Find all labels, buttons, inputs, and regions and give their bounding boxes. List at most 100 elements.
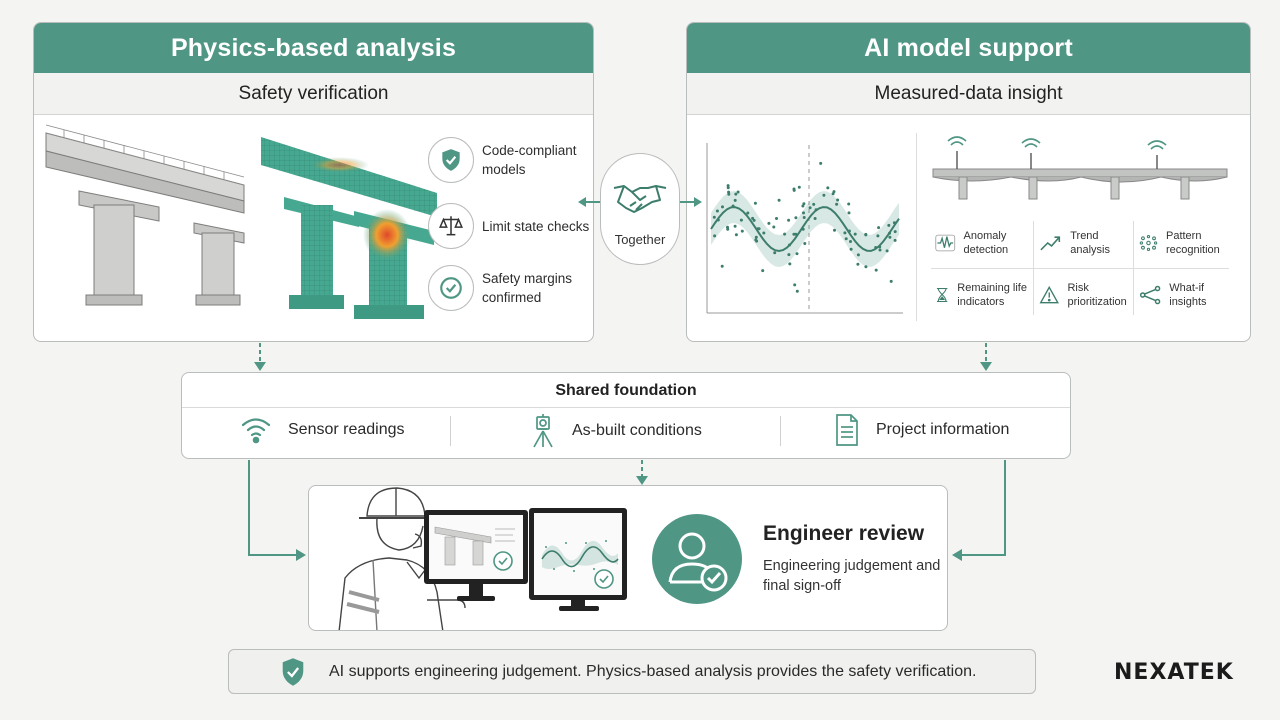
check-item-limit-state: Limit state checks xyxy=(428,203,592,249)
plot-point xyxy=(777,198,781,202)
plot-point xyxy=(836,198,840,202)
monitor-trend xyxy=(529,508,627,600)
plot-point xyxy=(736,190,740,194)
plot-point xyxy=(727,192,731,196)
plot-point xyxy=(885,249,889,253)
plot-point xyxy=(761,269,765,273)
plot-point xyxy=(808,206,812,210)
plot-point xyxy=(803,242,807,245)
check-item-code-compliant: Code-compliant models xyxy=(428,137,592,183)
plot-point xyxy=(847,211,851,215)
plot-point xyxy=(762,231,766,235)
pattern-icon xyxy=(1139,235,1158,251)
together-connector xyxy=(578,197,702,207)
engineer-illustration xyxy=(338,487,466,630)
plot-point xyxy=(740,229,744,233)
plot-point xyxy=(752,218,756,222)
plot-point xyxy=(795,252,799,256)
branch-icon xyxy=(1139,285,1161,305)
plot-point xyxy=(746,211,750,215)
plot-point xyxy=(793,283,797,287)
plot-point xyxy=(726,186,730,190)
feature-grid-divider xyxy=(931,268,1229,269)
plot-point xyxy=(833,228,836,232)
plot-point xyxy=(787,253,791,257)
plot-point xyxy=(887,223,891,227)
plot-point xyxy=(801,227,805,231)
physics-panel-subtitle: Safety verification xyxy=(34,73,593,115)
plot-point xyxy=(794,216,798,220)
plot-point xyxy=(713,234,717,238)
plot-point xyxy=(757,227,761,231)
feature-grid-divider xyxy=(1133,221,1134,315)
scales-icon xyxy=(428,203,474,249)
ai-panel-subtitle: Measured-data insight xyxy=(687,73,1250,115)
plot-point xyxy=(767,221,771,225)
footer-message-text: AI supports engineering judgement. Physi… xyxy=(329,662,977,680)
plot-point xyxy=(726,184,730,188)
plot-point xyxy=(802,211,805,215)
plot-point xyxy=(892,221,896,225)
feature-what-if: What-if insights xyxy=(1139,273,1239,317)
plot-point xyxy=(754,238,758,242)
ai-panel-title: AI model support xyxy=(687,23,1250,73)
plot-point xyxy=(813,217,817,220)
brand-logo-text: NEXATEK xyxy=(1114,660,1234,685)
brand-logo: NEXATEK xyxy=(1114,660,1234,685)
feature-label: Pattern recognition xyxy=(1165,230,1220,256)
measured-data-plot xyxy=(706,143,903,314)
plot-point xyxy=(843,231,847,235)
plot-point xyxy=(802,216,806,219)
plot-point xyxy=(734,233,738,237)
plot-point xyxy=(795,289,799,293)
plot-point xyxy=(874,246,878,249)
monitor-stand xyxy=(571,600,585,608)
check-label: Safety margins confirmed xyxy=(482,271,573,305)
engineer-review-description: Engineering judgement and final sign-off xyxy=(763,558,941,594)
feature-risk-prioritization: Risk prioritization xyxy=(1039,273,1139,317)
plot-point xyxy=(864,233,868,237)
shield-check-icon xyxy=(282,657,304,686)
plot-point xyxy=(734,192,738,196)
check-label: Code-compliant models xyxy=(482,143,577,177)
plot-point xyxy=(754,235,758,239)
plot-point xyxy=(819,161,823,165)
fe-stress-model-image xyxy=(261,137,437,319)
handshake-icon xyxy=(613,185,667,213)
sensor-bridge-image xyxy=(932,136,1228,200)
bridge-sketch-image xyxy=(45,124,245,306)
monitor-base xyxy=(457,596,495,601)
foundation-item-sensor: Sensor readings xyxy=(240,415,405,445)
monitor-trend-thumbnail xyxy=(541,540,619,589)
plot-point xyxy=(772,225,776,229)
plot-point xyxy=(844,237,848,241)
plot-point xyxy=(788,262,792,266)
feature-remaining-life: Remaining life indicators xyxy=(935,273,1035,317)
plot-point xyxy=(822,193,826,197)
plot-point xyxy=(797,185,801,189)
plot-point xyxy=(783,232,787,236)
plot-point xyxy=(849,240,852,243)
plot-point xyxy=(864,265,868,269)
physics-panel-title: Physics-based analysis xyxy=(34,23,593,73)
shared-foundation-title: Shared foundation xyxy=(555,382,697,399)
plot-point xyxy=(888,231,891,235)
foundation-item-label: As-built conditions xyxy=(572,422,702,439)
feature-anomaly-detection: Anomaly detection xyxy=(935,221,1035,265)
shared-foundation-panel: Shared foundation Sensor readings As-bui… xyxy=(181,372,1071,459)
plot-point xyxy=(856,262,860,266)
warning-icon xyxy=(1039,285,1059,304)
plot-point xyxy=(715,209,719,213)
foundation-item-label: Sensor readings xyxy=(288,421,405,438)
plot-point xyxy=(721,205,724,209)
hourglass-icon xyxy=(936,287,948,303)
plot-point xyxy=(727,190,731,194)
plot-point xyxy=(889,279,893,283)
plot-point xyxy=(733,198,737,202)
plot-point xyxy=(814,208,818,212)
plot-point xyxy=(712,215,716,219)
person-check-icon xyxy=(668,532,728,592)
feature-label: Risk prioritization xyxy=(1067,282,1127,308)
plot-point xyxy=(739,218,743,222)
check-item-safety-margins: Safety margins confirmed xyxy=(428,265,592,311)
